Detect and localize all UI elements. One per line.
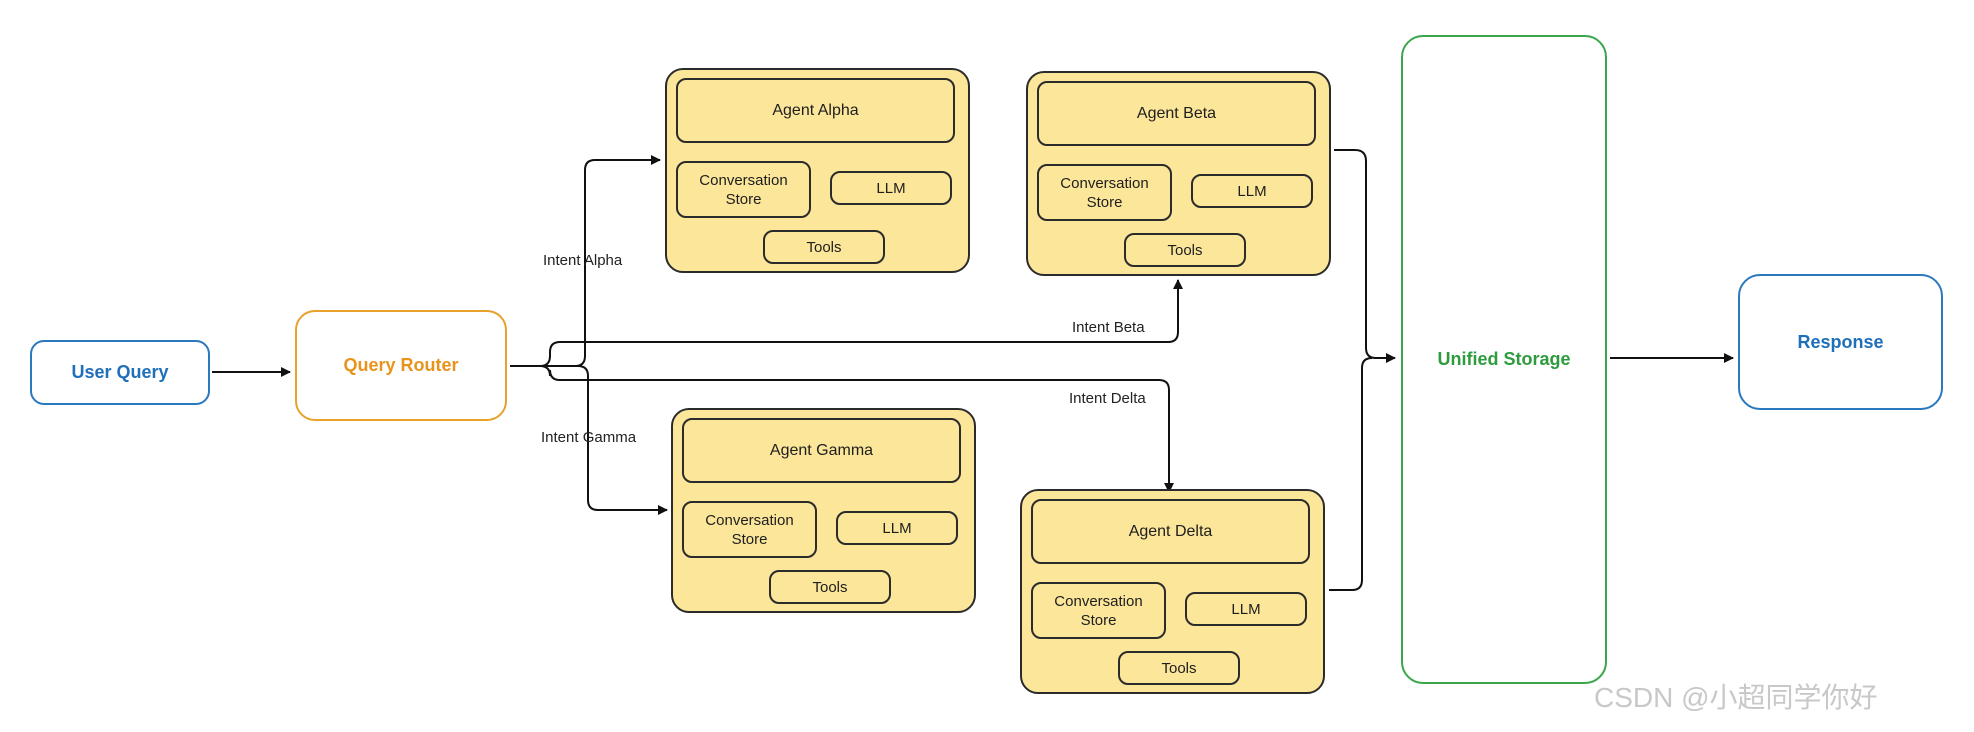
agent-beta-tools: Tools	[1124, 233, 1246, 267]
agent-delta-title: Agent Delta	[1031, 499, 1310, 564]
watermark: CSDN @小超同学你好	[1594, 682, 1878, 713]
agent-beta-card[interactable]: Agent Beta Conversation Store LLM Tools	[1026, 71, 1331, 276]
agent-alpha-card[interactable]: Agent Alpha Conversation Store LLM Tools	[665, 68, 970, 273]
edge-label-intent-beta: Intent Beta	[1072, 319, 1145, 336]
edge-delta-storage	[1329, 357, 1373, 591]
agent-delta-llm: LLM	[1185, 592, 1307, 626]
agent-beta-title: Agent Beta	[1037, 81, 1316, 146]
agent-alpha-conversation-store: Conversation Store	[676, 161, 811, 218]
user-query-label: User Query	[71, 362, 169, 382]
edge-label-intent-gamma: Intent Gamma	[541, 429, 637, 446]
agent-beta-conversation-store: Conversation Store	[1037, 164, 1172, 221]
agent-gamma-llm: LLM	[836, 511, 958, 545]
edge-label-intent-delta: Intent Delta	[1069, 390, 1146, 407]
agent-gamma-title: Agent Gamma	[682, 418, 961, 483]
agent-alpha-llm: LLM	[830, 171, 952, 205]
agent-gamma-card[interactable]: Agent Gamma Conversation Store LLM Tools	[671, 408, 976, 613]
agent-delta-card[interactable]: Agent Delta Conversation Store LLM Tools	[1020, 489, 1325, 694]
response-label: Response	[1797, 331, 1884, 352]
query-router-label: Query Router	[343, 355, 459, 375]
edge-intent-beta	[510, 279, 1183, 367]
agent-beta-llm: LLM	[1191, 174, 1313, 208]
edge-intent-delta	[510, 365, 1174, 493]
edge-intent-gamma	[510, 365, 668, 515]
agent-delta-conversation-store: Conversation Store	[1031, 582, 1166, 639]
unified-storage-node[interactable]: Unified Storage	[1401, 35, 1607, 684]
agent-gamma-tools: Tools	[769, 570, 891, 604]
agent-delta-tools: Tools	[1118, 651, 1240, 685]
edge-beta-storage	[1334, 149, 1396, 363]
user-query-node[interactable]: User Query	[30, 340, 210, 405]
edge-label-intent-alpha: Intent Alpha	[543, 252, 623, 269]
agent-alpha-title: Agent Alpha	[676, 78, 955, 143]
agent-alpha-tools: Tools	[763, 230, 885, 264]
query-router-node[interactable]: Query Router	[295, 310, 507, 421]
unified-storage-label: Unified Storage	[1437, 349, 1571, 369]
agent-gamma-conversation-store: Conversation Store	[682, 501, 817, 558]
response-node[interactable]: Response	[1738, 274, 1943, 410]
